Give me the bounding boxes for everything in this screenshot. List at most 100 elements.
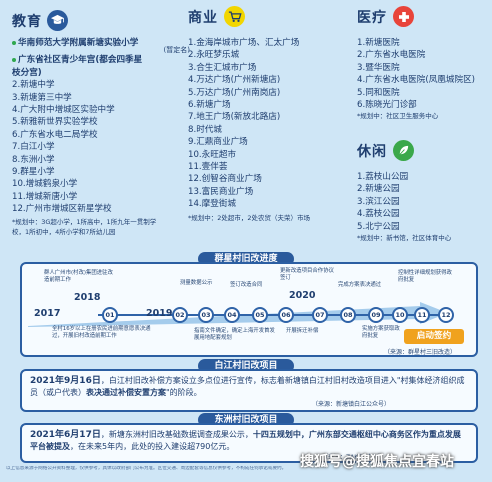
commerce-section: 商业 1.金海岸城市广场、汇太广场 2.永旺梦乐城 3.合生汇城市广场 4.万达… <box>188 6 348 223</box>
education-item-5: 3.新塘第三中学 <box>12 92 72 103</box>
commerce-item-3: 4.万达广场(广州新塘店) <box>188 75 281 86</box>
timeline-node-07: 07 <box>312 307 328 323</box>
medical-item-2: 3.暨华医院 <box>357 62 400 73</box>
year-2017: 2017 <box>34 308 61 319</box>
medical-item-5: 6.陈晓光门诊部 <box>357 100 417 111</box>
commerce-item-7: 8.时代城 <box>188 124 222 135</box>
commerce-item-2: 3.合生汇城市广场 <box>188 62 257 73</box>
dongzhou-text-part1: ，新塘东洲村旧改基础数据调查成果公示， <box>100 430 253 439</box>
commerce-item-11: 12.创智谷商业广场 <box>188 174 262 185</box>
education-item-14: 12.广州市增城区新星学校 <box>12 204 112 215</box>
medical-section: 医疗 1.新塘医院 2.广东省水电医院 3.暨华医院 4.广东省水电医院(凤凰城… <box>357 6 487 121</box>
dongzhou-box: 2021年6月17日，新塘东洲村旧改基础数据调查成果公示，十四五规划中，广州东部… <box>20 423 478 463</box>
education-item-0: 华南师范大学附属新塘实验小学 <box>12 37 190 49</box>
timeline-node-08: 08 <box>340 307 356 323</box>
year-2018: 2018 <box>74 292 101 303</box>
baijiang-date: 2021年9月16日 <box>30 376 101 386</box>
commerce-item-0: 1.金海岸城市广场、汇太广场 <box>188 38 300 48</box>
timeline-node-06: 06 <box>278 307 294 323</box>
dongzhou-source: （来源：ZAKER广州） <box>322 454 385 461</box>
education-section: 教育 华南师范大学附属新塘实验小学 (暂定名) 广东省社区青少年宫(都会四季星 … <box>12 10 190 237</box>
baijiang-text: 2021年9月16日，白江村旧改补偿方案设立多点位进行宣传，标志着新塘镇白江村旧… <box>30 375 468 398</box>
timeline-event-2: 全村16岁以上在册农民进前期意愿表决通过，开展旧村改造前期工作 <box>52 326 151 340</box>
footer-disclaimer: 以上信息来源于网络公开资料整理，仅供参考，具体以政府部门公布为准。区位交通、周边… <box>6 466 287 471</box>
education-item-8: 6.广东省水电二局学校 <box>12 129 98 140</box>
shopping-cart-icon <box>224 6 245 27</box>
baijiang-text-part1: ，白江村旧改补偿方案设立多点位进行宣传，标志着新塘镇白江村旧村改造项目进入"村集… <box>30 376 465 397</box>
baijiang-source: （来源：新塘镇白江公众号） <box>312 401 391 408</box>
baijiang-bold: 表决通过补偿安置方案 <box>86 388 166 397</box>
year-2019: 2019 <box>146 308 173 319</box>
commerce-item-5: 6.新塘广场 <box>188 100 231 111</box>
education-item-10: 8.东洲小学 <box>12 154 55 165</box>
leisure-item-3: 4.荔枝公园 <box>357 209 400 220</box>
timeline-event-8: 完成方案表决通过 <box>338 282 382 288</box>
medical-cross-icon <box>393 6 414 27</box>
commerce-item-9: 10.永旺超市 <box>188 149 237 160</box>
timeline-event-7: 更新改造项目合作协议签订 <box>280 268 334 282</box>
medical-item-0: 1.新塘医院 <box>357 38 400 48</box>
dongzhou-text-part2: ，在未来5年内，此处的投入建设超790亿元。 <box>70 442 235 451</box>
education-item-12: 10.增城鹤泉小学 <box>12 179 78 190</box>
year-2020: 2020 <box>289 290 316 301</box>
medical-item-1: 2.广东省水电医院 <box>357 50 426 61</box>
leaf-icon <box>393 140 414 161</box>
medical-note: *规划中：社区卫生服务中心 <box>357 112 439 121</box>
leisure-item-4: 5.北宁公园 <box>357 221 400 232</box>
start-signing-button[interactable]: 启动签约 <box>404 329 464 344</box>
education-item-6: 4.广大附中增城区实验中学 <box>12 105 115 116</box>
baijiang-text-part2: "的阶段。 <box>166 388 202 397</box>
timeline-node-10: 10 <box>392 307 408 323</box>
timeline-source: （来源：群星村三旧改造） <box>384 349 457 356</box>
timeline-event-5: 指南文件确定，确定上海开发首发展用地配套规划 <box>194 328 275 342</box>
leisure-section: 休闲 1.荔枝山公园 2.新塘公园 3.滨江公园 4.荔枝公园 5.北宁公园 *… <box>357 140 487 243</box>
timeline-node-12: 12 <box>438 307 454 323</box>
commerce-item-12: 13.富民商业广场 <box>188 186 254 197</box>
timeline-node-09: 09 <box>368 307 384 323</box>
education-item-2: 广东省社区青少年宫(都会四季星 <box>12 54 190 66</box>
timeline-event-3: 测量数据公示 <box>180 280 213 286</box>
leisure-item-2: 3.滨江公园 <box>357 196 400 207</box>
education-item-3: 枝分宫) <box>12 67 42 78</box>
leisure-title: 休闲 <box>357 143 387 160</box>
education-item-7: 5.新雅新世界实验学校 <box>12 117 98 128</box>
education-item-4: 2.新塘中学 <box>12 80 55 91</box>
graduation-cap-icon <box>47 10 68 31</box>
timeline-node-01: 01 <box>102 307 118 323</box>
leisure-item-1: 2.新塘公园 <box>357 184 400 195</box>
commerce-item-6: 7.地王广场(新放北路店) <box>188 112 281 123</box>
education-item-13: 11.增城新唐小学 <box>12 191 78 202</box>
education-item-9: 7.白江小学 <box>12 142 55 153</box>
dongzhou-text: 2021年6月17日，新塘东洲村旧改基础数据调查成果公示，十四五规划中，广州东部… <box>30 429 468 452</box>
leisure-note: *规划中：新书馆，社区体育中心 <box>357 234 452 243</box>
commerce-item-13: 14.摩登街城 <box>188 199 237 210</box>
timeline-event-1: 群人广州市(村改)集团进驻改造前期工作 <box>44 270 113 284</box>
education-title: 教育 <box>12 13 42 30</box>
timeline-node-05: 05 <box>252 307 268 323</box>
timeline-node-11: 11 <box>414 307 430 323</box>
education-item-11: 9.群星小学 <box>12 167 55 178</box>
dongzhou-bold: 十四五规划中，广州东部交通枢纽中心商务区作为重点发展平台被提及 <box>30 430 461 451</box>
timeline-node-02: 02 <box>172 307 188 323</box>
medical-item-3: 4.广东省水电医院(凤凰城院区) <box>357 75 476 86</box>
commerce-item-4: 5.万达广场(广州南岗店) <box>188 87 281 98</box>
timeline-node-03: 03 <box>198 307 214 323</box>
watermark: 搜狐号@搜狐焦点宜春站 <box>300 454 454 470</box>
timeline-event-9: 实施方案获取政府批复 <box>362 326 400 340</box>
leisure-item-0: 1.荔枝山公园 <box>357 172 409 182</box>
bullet-icon <box>12 57 16 62</box>
timeline-node-04: 04 <box>224 307 240 323</box>
commerce-item-8: 9.汇鼎商业广场 <box>188 137 248 148</box>
timeline-event-6: 开展拆迁补偿 <box>286 328 319 334</box>
commerce-note: *规划中：2处超市，2处农贸（夫荣）市场 <box>188 213 311 222</box>
timeline-box: 2017 2018 2019 2020 01 02 03 04 05 06 07… <box>20 262 478 357</box>
commerce-title: 商业 <box>188 9 218 26</box>
commerce-item-10: 11.壹伴荟 <box>188 162 228 173</box>
commerce-item-1: 2.永旺梦乐城 <box>188 50 240 61</box>
baijiang-box: 2021年9月16日，白江村旧改补偿方案设立多点位进行宣传，标志着新塘镇白江村旧… <box>20 369 478 412</box>
timeline-event-4: 签订改造合同 <box>230 282 263 288</box>
medical-item-4: 5.同和医院 <box>357 87 400 98</box>
timeline-event-10: 控制性详细规划获得政府批复 <box>398 270 452 284</box>
education-note: *规划中：3G超小学，1所高中，1所九年一贯制学校，1所初中，4所小学和7所幼儿… <box>12 217 157 236</box>
dongzhou-date: 2021年6月17日 <box>30 430 101 440</box>
